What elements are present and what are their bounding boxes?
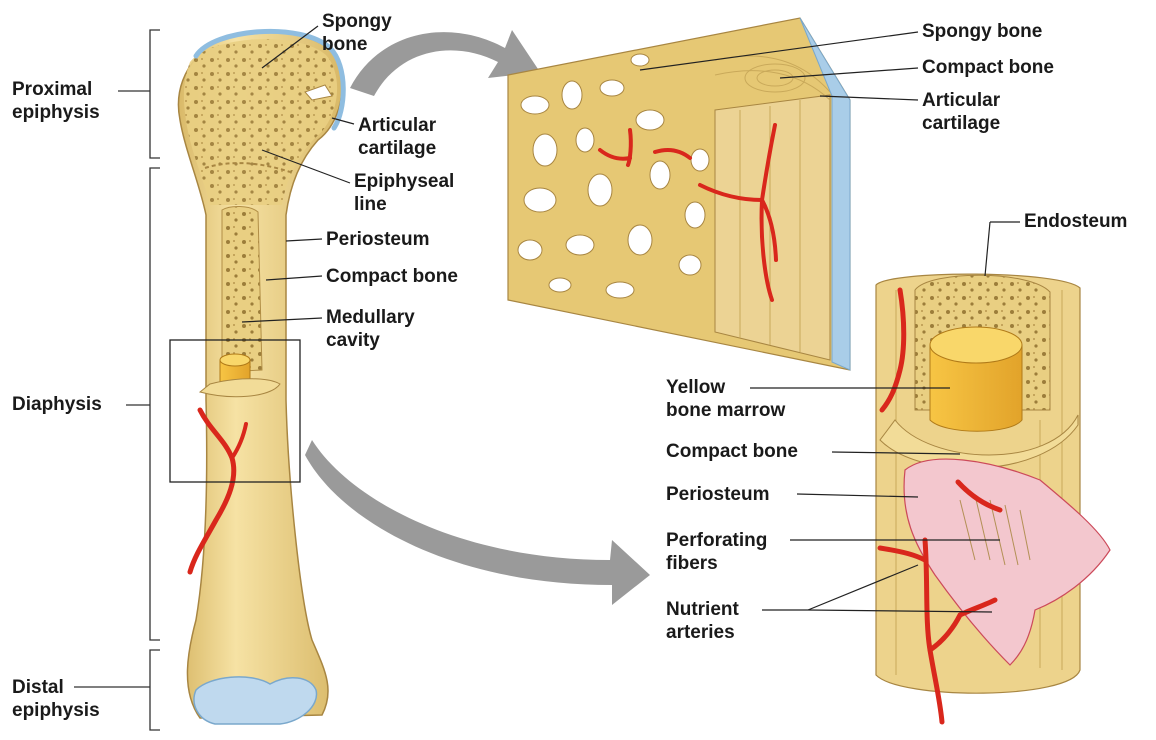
label-epiphyseal-line-line1: Epiphyseal (354, 170, 454, 193)
label-yellow-bone-marrow-line1: Yellow (666, 376, 785, 399)
label-perforating-fibers-line2: fibers (666, 552, 767, 575)
label-medullary-cavity-line2: cavity (326, 329, 415, 352)
arrow-to-shaft-detail (305, 440, 650, 605)
label-periosteum-shaft: Periosteum (666, 483, 769, 506)
label-distal-epiphysis-line1: Distal (12, 676, 100, 699)
label-compact-bone-shaft: Compact bone (666, 440, 798, 463)
region-brackets (74, 30, 160, 730)
shaft-detail (876, 274, 1110, 722)
yellow-marrow-cylinder (930, 327, 1022, 431)
label-spongy-bone-long-line2: bone (322, 33, 392, 56)
label-articular-cartilage-long-line1: Articular (358, 114, 436, 137)
label-articular-cartilage-detail: Articular cartilage (922, 89, 1000, 135)
label-diaphysis: Diaphysis (12, 393, 102, 416)
label-spongy-bone-detail: Spongy bone (922, 20, 1042, 43)
bracket-diaphysis (150, 168, 160, 640)
label-epiphyseal-line-line2: line (354, 193, 454, 216)
label-yellow-bone-marrow-line2: bone marrow (666, 399, 785, 422)
bracket-proximal (150, 30, 160, 158)
spongy-bone-detail (508, 18, 850, 370)
label-articular-cartilage-long-line2: cartilage (358, 137, 436, 160)
label-medullary-cavity-line1: Medullary (326, 306, 415, 329)
long-bone (170, 31, 343, 724)
label-spongy-bone-long-line1: Spongy (322, 10, 392, 33)
medullary-cavity-region (222, 206, 262, 372)
label-medullary-cavity: Medullary cavity (326, 306, 415, 352)
leader-endosteum-down (985, 222, 990, 276)
label-spongy-bone-long: Spongy bone (322, 10, 392, 56)
label-proximal-epiphysis-line1: Proximal (12, 78, 100, 101)
label-nutrient-arteries: Nutrient arteries (666, 598, 739, 644)
label-perforating-fibers-line1: Perforating (666, 529, 767, 552)
label-nutrient-arteries-line1: Nutrient (666, 598, 739, 621)
bracket-distal (150, 650, 160, 730)
leader-periosteum-long (286, 239, 322, 241)
label-epiphyseal-line: Epiphyseal line (354, 170, 454, 216)
label-compact-bone-long: Compact bone (326, 265, 458, 288)
label-nutrient-arteries-line2: arteries (666, 621, 739, 644)
label-proximal-epiphysis-line2: epiphysis (12, 101, 100, 124)
label-articular-cartilage-detail-line2: cartilage (922, 112, 1000, 135)
label-articular-cartilage-detail-line1: Articular (922, 89, 1000, 112)
label-perforating-fibers: Perforating fibers (666, 529, 767, 575)
label-articular-cartilage-long: Articular cartilage (358, 114, 436, 160)
proximal-spongy-region (184, 39, 337, 205)
label-endosteum: Endosteum (1024, 210, 1127, 233)
label-distal-epiphysis-line2: epiphysis (12, 699, 100, 722)
label-yellow-bone-marrow: Yellow bone marrow (666, 376, 785, 422)
label-periosteum-long: Periosteum (326, 228, 429, 251)
label-distal-epiphysis: Distal epiphysis (12, 676, 100, 722)
distal-articular-cartilage (194, 677, 316, 724)
label-compact-bone-detail: Compact bone (922, 56, 1054, 79)
label-proximal-epiphysis: Proximal epiphysis (12, 78, 100, 124)
